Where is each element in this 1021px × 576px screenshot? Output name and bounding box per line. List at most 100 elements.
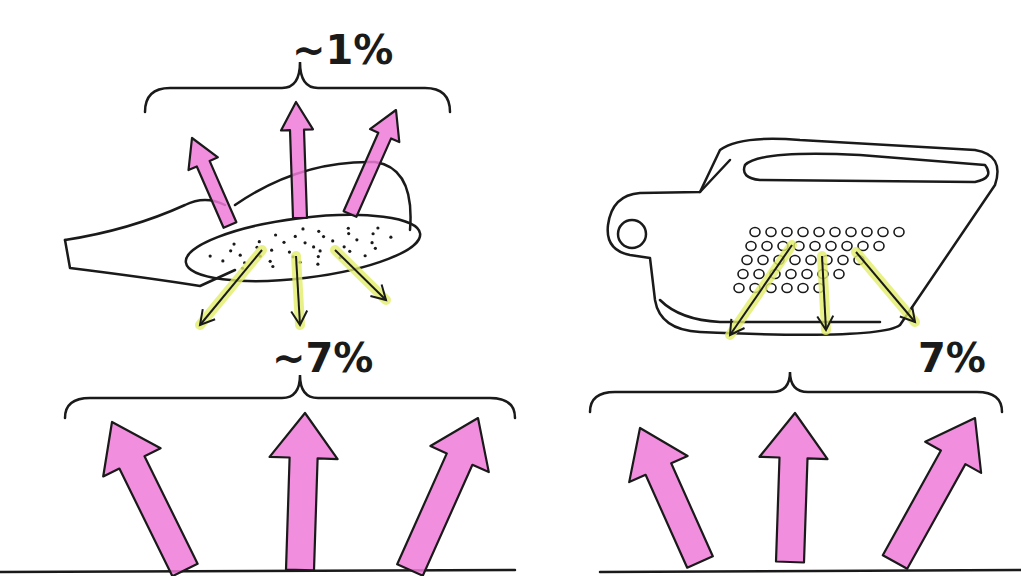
heat-arrow <box>103 422 197 576</box>
nozzle-hole <box>826 242 836 251</box>
shower-rim <box>744 154 988 182</box>
water-line <box>335 250 386 300</box>
nozzle-hole <box>862 228 872 237</box>
nozzle-hole <box>802 270 812 279</box>
percent-label: 7% <box>918 338 986 378</box>
nozzle-hole <box>810 242 820 251</box>
water-arrow <box>200 250 262 325</box>
heat-arrow <box>760 413 828 563</box>
heat-arrow <box>270 413 338 570</box>
water-head <box>900 306 915 322</box>
brace-group <box>65 62 1002 418</box>
nozzle-dot <box>209 254 212 257</box>
nozzle-hole <box>742 256 752 265</box>
nozzle-hole <box>738 270 748 279</box>
nozzle-dot <box>274 233 277 236</box>
water-line <box>730 245 792 335</box>
nozzle-hole <box>758 256 768 265</box>
water-head <box>200 309 215 325</box>
shower-handle <box>65 200 225 240</box>
nozzle-hole <box>750 228 760 237</box>
nozzle-dot <box>270 249 273 252</box>
nozzle-dot <box>389 236 392 239</box>
nozzle-hole <box>834 270 844 279</box>
heat-arrow <box>189 138 237 228</box>
nozzle-dot <box>317 255 320 258</box>
nozzle-dot <box>269 260 272 263</box>
shower-body <box>608 139 998 335</box>
nozzle-dot <box>331 239 334 242</box>
water-glow <box>856 252 915 322</box>
nozzle-dot <box>371 232 374 235</box>
nozzle-hole <box>782 284 792 293</box>
water-arrow <box>730 245 792 335</box>
nozzle-dot <box>374 247 377 250</box>
ground-line <box>0 570 515 572</box>
water-line <box>296 256 300 325</box>
nozzle-hole <box>766 228 776 237</box>
nozzle-hole <box>790 256 800 265</box>
water-arrow <box>856 252 915 322</box>
curly-brace <box>590 372 1002 412</box>
nozzle-dot <box>347 227 350 230</box>
nozzle-dot <box>229 249 232 252</box>
nozzle-dot <box>316 263 319 266</box>
nozzle-dot <box>317 230 320 233</box>
water-arrow <box>291 256 307 325</box>
nozzle-dot <box>322 235 325 238</box>
nozzle-dot <box>232 243 235 246</box>
nozzle-dot <box>347 232 350 235</box>
shower-head-back <box>235 162 411 230</box>
nozzle-hole <box>798 284 808 293</box>
nozzle-hole <box>830 228 840 237</box>
shower-edge <box>660 300 880 322</box>
water-glow <box>822 256 826 330</box>
nozzle-hole <box>894 228 904 237</box>
nozzle-dot <box>348 250 351 253</box>
nozzle-hole <box>746 242 756 251</box>
water-glow <box>335 250 386 300</box>
nozzle-dot <box>239 254 242 257</box>
water-arrow <box>335 250 386 300</box>
water-head <box>291 311 307 325</box>
nozzle-hole <box>786 270 796 279</box>
nozzle-dot <box>364 254 367 257</box>
nozzle-hole <box>878 228 888 237</box>
nozzle-hole <box>782 228 792 237</box>
nozzle-hole <box>798 228 808 237</box>
nozzle-dot <box>343 245 346 248</box>
curly-brace <box>65 375 515 418</box>
nozzle-dot <box>271 265 274 268</box>
percent-label: ~1% <box>292 30 393 70</box>
nozzle-dot <box>301 227 304 230</box>
shower-edge <box>700 160 730 192</box>
nozzle-hole <box>734 284 744 293</box>
water-arrow <box>817 256 833 330</box>
water-arrows <box>200 245 915 335</box>
nozzle-dot <box>258 240 261 243</box>
water-head <box>730 319 745 335</box>
nozzle-hole <box>762 242 772 251</box>
nozzle-hole <box>806 256 816 265</box>
heat-arrow <box>344 110 400 217</box>
water-line <box>200 250 262 325</box>
heat-arrow <box>883 418 981 569</box>
nozzle-dot <box>221 259 224 262</box>
nozzle-dot <box>370 241 373 244</box>
nozzle-hole <box>814 228 824 237</box>
nozzle-hole <box>838 256 848 265</box>
nozzle-hole <box>754 270 764 279</box>
water-line <box>822 256 826 330</box>
water-head <box>370 284 386 300</box>
water-head <box>817 316 833 330</box>
nozzle-dot <box>303 241 306 244</box>
nozzle-dot <box>294 235 297 238</box>
nozzle-dot <box>376 226 379 229</box>
water-line <box>856 252 915 322</box>
nozzle-dot <box>282 241 285 244</box>
nozzle-dot <box>355 238 358 241</box>
nozzle-hole <box>846 228 856 237</box>
shower-handle <box>65 240 235 286</box>
